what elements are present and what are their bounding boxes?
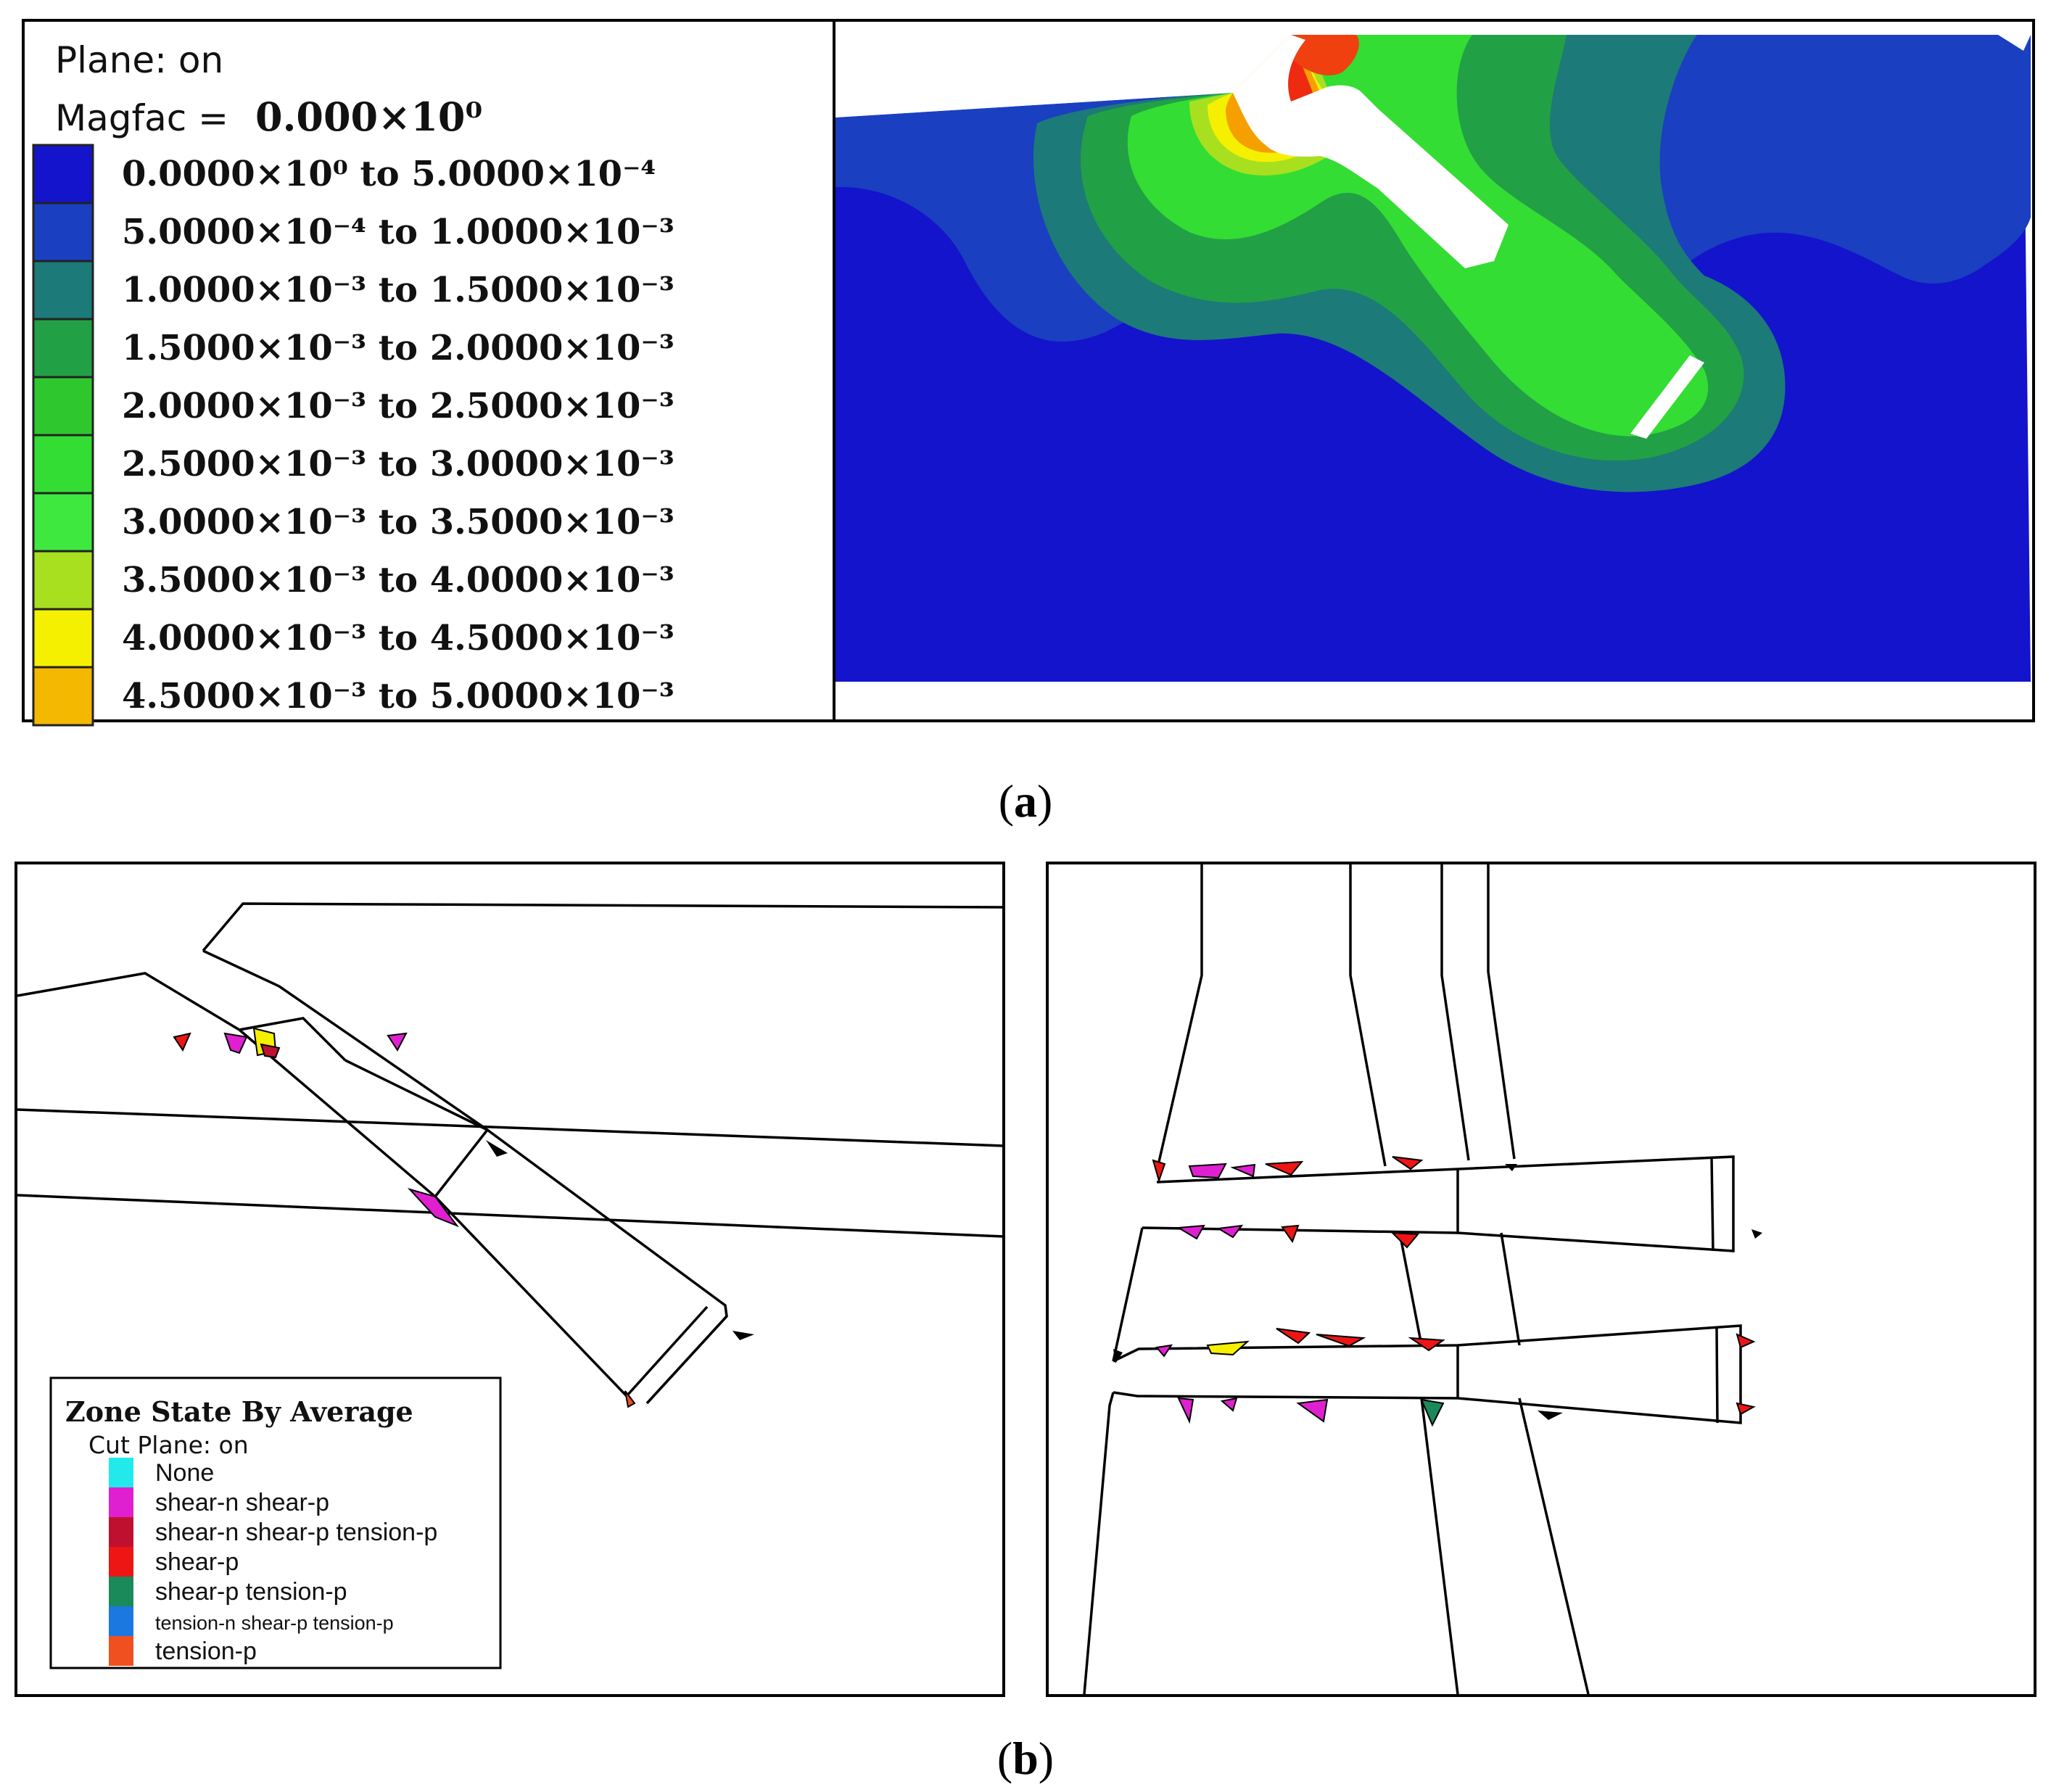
zone-mark bbox=[1392, 1156, 1424, 1170]
zone-mark bbox=[1176, 1224, 1205, 1240]
contour-legend: Plane: on Magfac = 0.000×10⁰ 0.0000×10⁰ … bbox=[32, 39, 674, 727]
legend-range-label: 1.5000×10⁻³ to 2.0000×10⁻³ bbox=[122, 328, 674, 368]
legend-swatch bbox=[32, 550, 94, 611]
zone-legend-swatch bbox=[109, 1487, 133, 1517]
failure-zones-right bbox=[1113, 1156, 1762, 1427]
tunnel-plan-lines bbox=[1083, 864, 1742, 1695]
legend-swatch bbox=[32, 608, 94, 669]
legend-range-label: 1.0000×10⁻³ to 1.5000×10⁻³ bbox=[122, 270, 674, 310]
panel-b-right: (b) bbox=[997, 862, 2036, 1784]
zone-mark bbox=[1316, 1334, 1366, 1347]
failure-zones-left bbox=[173, 1027, 754, 1408]
zone-mark bbox=[1408, 1337, 1445, 1352]
model-top-boundary bbox=[835, 35, 1291, 117]
panel-a: Plane: on Magfac = 0.000×10⁰ 0.0000×10⁰ … bbox=[22, 19, 2035, 827]
zone-legend-swatch bbox=[109, 1458, 133, 1487]
zone-mark bbox=[1505, 1164, 1517, 1171]
zone-mark bbox=[624, 1390, 636, 1408]
legend-range-label: 3.5000×10⁻³ to 4.0000×10⁻³ bbox=[122, 560, 674, 600]
tunnel-section-lines bbox=[17, 902, 1004, 1405]
legend-range-label: 2.5000×10⁻³ to 3.0000×10⁻³ bbox=[122, 444, 674, 484]
zone-mark bbox=[1230, 1163, 1256, 1178]
legend-swatch bbox=[32, 492, 94, 553]
zone-mark bbox=[1281, 1224, 1300, 1244]
zone-legend-swatch bbox=[109, 1636, 133, 1666]
displacement-contour-plot bbox=[835, 35, 2031, 682]
legend-swatch bbox=[32, 260, 94, 321]
zone-mark bbox=[1216, 1224, 1244, 1239]
panel-b-left: Zone State By Average Cut Plane: on None… bbox=[15, 862, 1005, 1697]
caption-a: (a) bbox=[999, 775, 1053, 827]
zone-mark bbox=[1538, 1411, 1563, 1420]
zone-legend-swatch bbox=[109, 1517, 133, 1547]
zone-legend-label: shear-n shear-p bbox=[155, 1489, 329, 1516]
legend-range-label: 2.0000×10⁻³ to 2.5000×10⁻³ bbox=[122, 386, 674, 426]
magfac-value: 0.000×10⁰ bbox=[255, 94, 482, 140]
legend-range-label: 4.0000×10⁻³ to 4.5000×10⁻³ bbox=[122, 618, 674, 658]
zone-state-legend: Zone State By Average Cut Plane: on None… bbox=[49, 1376, 502, 1669]
zone-mark bbox=[732, 1331, 754, 1340]
zone-legend-label: shear-n shear-p tension-p bbox=[155, 1519, 437, 1546]
legend-swatch bbox=[32, 318, 94, 379]
legend-range-label: 5.0000×10⁻⁴ to 1.0000×10⁻³ bbox=[122, 212, 674, 252]
caption-b: (b) bbox=[997, 1733, 1054, 1784]
zone-mark bbox=[1188, 1163, 1227, 1179]
legend-swatch bbox=[32, 144, 94, 205]
zone-mark bbox=[260, 1043, 281, 1059]
zone-legend-swatch bbox=[109, 1547, 133, 1577]
zone-mark bbox=[1751, 1229, 1762, 1239]
zone-mark bbox=[1296, 1398, 1329, 1423]
zone-mark bbox=[223, 1032, 248, 1054]
legend-swatch bbox=[32, 434, 94, 495]
contour-band-max-top bbox=[1291, 35, 1359, 75]
panel-b-right-frame bbox=[1046, 862, 2036, 1697]
contour-legend-rows: 0.0000×10⁰ to 5.0000×10⁻⁴ 5.0000×10⁻⁴ to … bbox=[32, 144, 674, 727]
zone-mark bbox=[1390, 1231, 1420, 1249]
magfac-label: Magfac = bbox=[55, 97, 228, 139]
legend-range-label: 0.0000×10⁰ to 5.0000×10⁻⁴ bbox=[122, 154, 656, 194]
support-segment bbox=[1630, 355, 1704, 439]
zone-legend-swatch bbox=[109, 1606, 133, 1636]
zone-mark bbox=[173, 1032, 191, 1052]
legend-swatch bbox=[32, 666, 94, 727]
model-top-right-boundary bbox=[1998, 35, 2031, 51]
zone-mark bbox=[1736, 1333, 1756, 1349]
zone-mark bbox=[1276, 1328, 1311, 1345]
zone-legend-label: shear-p tension-p bbox=[155, 1578, 347, 1606]
zone-mark bbox=[1265, 1160, 1304, 1176]
zone-mark bbox=[1152, 1159, 1166, 1184]
zone-legend-label: tension-p bbox=[155, 1638, 257, 1665]
zone-mark bbox=[1177, 1397, 1194, 1424]
zone-mark bbox=[387, 1032, 408, 1052]
zone-mark bbox=[1220, 1397, 1238, 1412]
zone-state-legend-title: Zone State By Average bbox=[65, 1395, 413, 1428]
zone-legend-label: tension-n shear-p tension-p bbox=[155, 1612, 394, 1634]
legend-swatch bbox=[32, 202, 94, 263]
zone-legend-swatch bbox=[109, 1577, 133, 1606]
plane-label: Plane: on bbox=[55, 39, 223, 81]
zone-mark bbox=[1736, 1402, 1756, 1416]
cut-plane-label: Cut Plane: on bbox=[88, 1431, 249, 1459]
legend-range-label: 4.5000×10⁻³ to 5.0000×10⁻³ bbox=[122, 676, 674, 717]
zone-mark bbox=[1155, 1344, 1173, 1358]
excavation-void bbox=[1233, 35, 1509, 268]
zone-mark bbox=[407, 1188, 459, 1228]
legend-swatch bbox=[32, 376, 94, 437]
zone-mark bbox=[1206, 1340, 1250, 1356]
zone-mark bbox=[1113, 1349, 1123, 1363]
zone-legend-label: shear-p bbox=[155, 1548, 239, 1576]
zone-mark bbox=[1420, 1398, 1445, 1427]
legend-range-label: 3.0000×10⁻³ to 3.5000×10⁻³ bbox=[122, 502, 674, 542]
zone-legend-label: None bbox=[155, 1459, 214, 1487]
zone-mark bbox=[486, 1140, 508, 1157]
